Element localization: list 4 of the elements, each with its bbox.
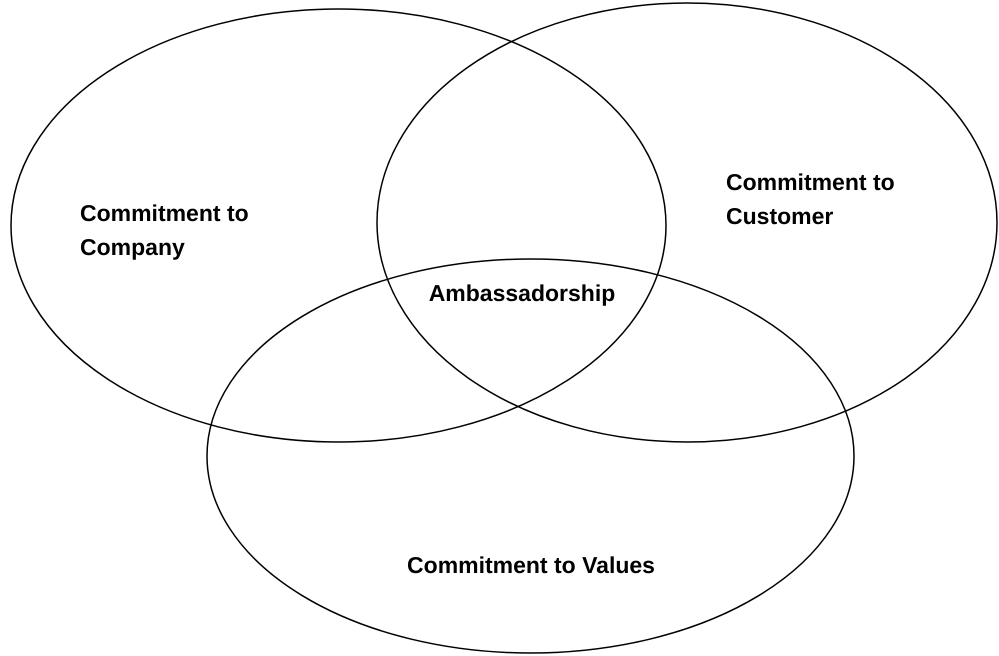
set-label: Commitment to Customer [726, 168, 896, 231]
set-label: Commitment to Values [406, 551, 656, 580]
intersection-label: Ambassadorship [428, 279, 616, 308]
set-label: Commitment to Company [80, 199, 250, 262]
